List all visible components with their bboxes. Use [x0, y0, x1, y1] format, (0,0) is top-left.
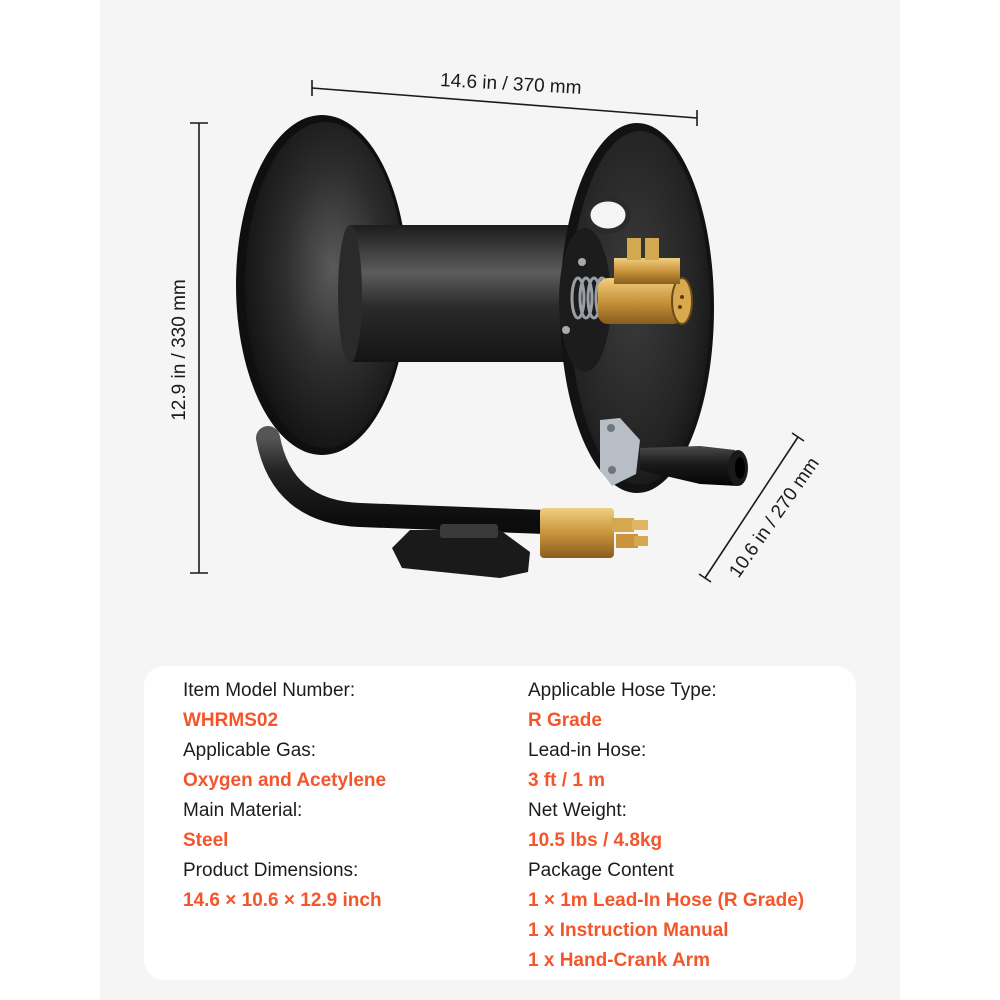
spec-value-model: WHRMS02 [183, 710, 279, 731]
spec-label-material: Main Material: [183, 800, 303, 821]
spec-value-net-weight: 10.5 lbs / 4.8kg [528, 830, 663, 851]
hose-reel-image [190, 80, 805, 583]
spec-label-dimensions: Product Dimensions: [183, 860, 359, 881]
spec-value-dimensions: 14.6 × 10.6 × 12.9 inch [183, 890, 382, 911]
spec-label-hose-type: Applicable Hose Type: [528, 680, 717, 701]
spec-label-lead-in-hose: Lead-in Hose: [528, 740, 647, 761]
spec-value-package-manual: 1 x Instruction Manual [528, 920, 729, 941]
spec-column-left: Item Model Number: WHRMS02 Applicable Ga… [183, 676, 386, 916]
dimension-lines [190, 80, 805, 583]
spec-column-right: Applicable Hose Type: R Grade Lead-in Ho… [528, 676, 804, 976]
spec-label-package: Package Content [528, 860, 674, 881]
spec-value-package-crank: 1 x Hand-Crank Arm [528, 950, 710, 971]
spec-value-package-hose: 1 × 1m Lead-In Hose (R Grade) [528, 890, 805, 911]
spec-value-lead-in-hose: 3 ft / 1 m [528, 770, 606, 791]
spec-card: Item Model Number: WHRMS02 Applicable Ga… [144, 666, 856, 980]
spec-value-hose-type: R Grade [528, 710, 602, 731]
spec-value-gas: Oxygen and Acetylene [183, 770, 387, 791]
spec-label-model: Item Model Number: [183, 680, 356, 701]
spec-label-gas: Applicable Gas: [183, 740, 317, 761]
spec-label-net-weight: Net Weight: [528, 800, 627, 821]
height-dimension-label: 12.9 in / 330 mm [169, 279, 190, 421]
spec-value-material: Steel [183, 830, 229, 851]
